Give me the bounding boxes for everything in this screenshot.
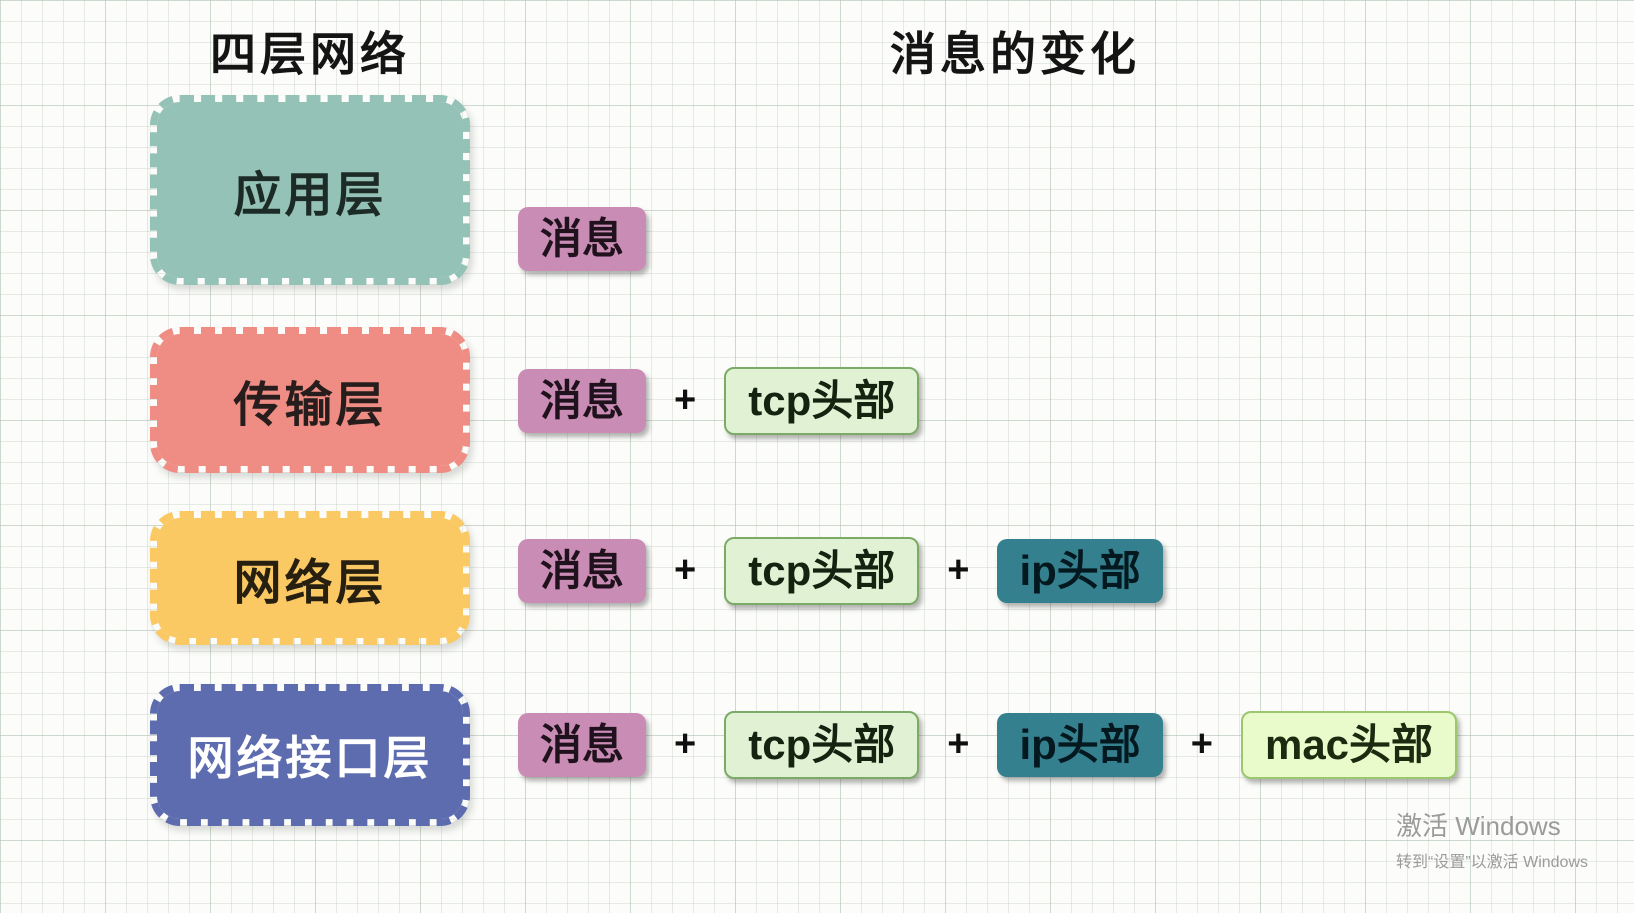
layer-box-network-interface: 网络接口层 xyxy=(150,684,470,826)
tcp-header-badge: tcp头部 xyxy=(724,711,920,779)
message-badge: 消息 xyxy=(518,539,647,603)
layer-box-network: 网络层 xyxy=(150,511,470,645)
windows-activation-watermark: 激活 Windows 转到“设置”以激活 Windows xyxy=(1396,806,1588,872)
plus-sign: + xyxy=(674,379,697,422)
layer-label-transport: 传输层 xyxy=(233,379,387,432)
message-row-application: 消息 xyxy=(518,207,647,271)
layer-box-transport: 传输层 xyxy=(150,327,470,473)
plus-sign: + xyxy=(947,723,970,766)
message-row-network: 消息 + tcp头部 + ip头部 xyxy=(518,537,1163,605)
layer-box-application: 应用层 xyxy=(150,95,470,285)
watermark-line1: 激活 Windows xyxy=(1396,811,1561,841)
ip-header-badge: ip头部 xyxy=(997,539,1163,603)
message-row-transport: 消息 + tcp头部 xyxy=(518,367,920,435)
plus-sign: + xyxy=(947,549,970,592)
tcp-header-badge: tcp头部 xyxy=(724,367,920,435)
right-column-title: 消息的变化 xyxy=(890,28,1140,80)
watermark-line2: 转到“设置”以激活 Windows xyxy=(1396,854,1589,871)
ip-header-badge: ip头部 xyxy=(997,713,1163,777)
mac-header-badge: mac头部 xyxy=(1240,711,1458,779)
layer-label-network: 网络层 xyxy=(233,557,387,610)
left-column-title: 四层网络 xyxy=(210,28,410,80)
message-badge: 消息 xyxy=(518,369,647,433)
message-row-network-interface: 消息 + tcp头部 + ip头部 + mac头部 xyxy=(518,711,1458,779)
plus-sign: + xyxy=(674,549,697,592)
layer-label-application: 应用层 xyxy=(233,169,387,222)
tcp-header-badge: tcp头部 xyxy=(724,537,920,605)
plus-sign: + xyxy=(1190,723,1213,766)
layer-label-network-interface: 网络接口层 xyxy=(187,732,433,784)
message-badge: 消息 xyxy=(518,207,647,271)
plus-sign: + xyxy=(674,723,697,766)
message-badge: 消息 xyxy=(518,713,647,777)
